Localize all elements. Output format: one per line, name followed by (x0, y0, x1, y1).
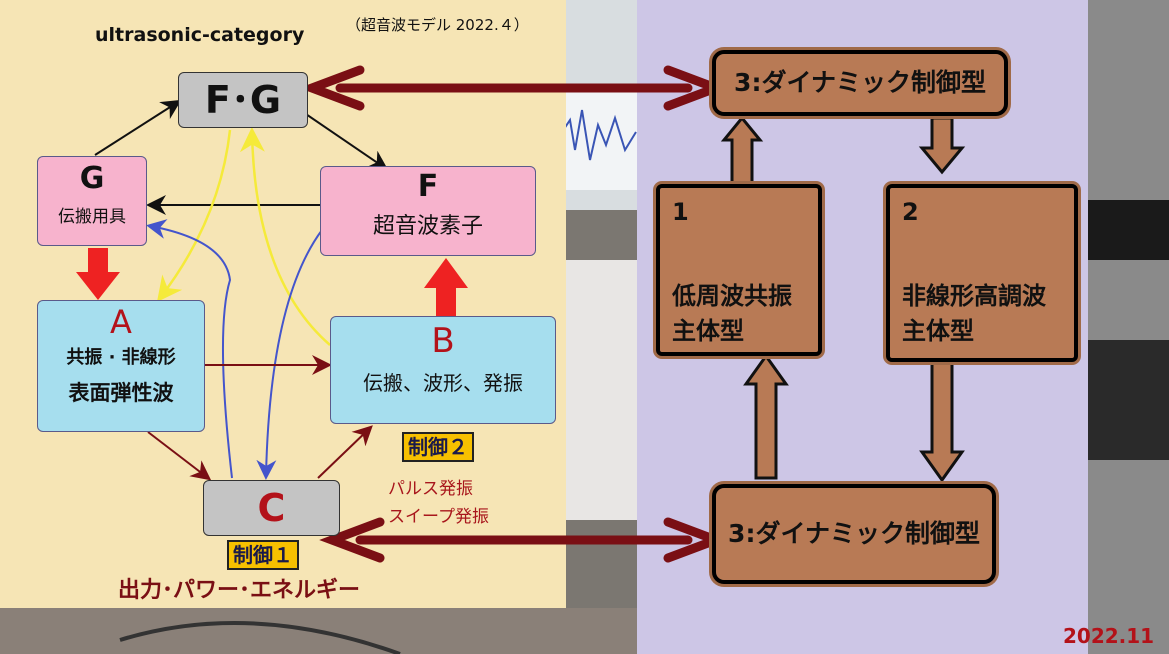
model-note: （超音波モデル 2022.４） (346, 16, 529, 34)
blue-arrow-c-to-g (146, 219, 233, 479)
arrow-g-to-fg (94, 99, 182, 156)
right-box1: 1 低周波共振主体型 (656, 184, 822, 356)
sweep-label: スイープ発振 (388, 507, 489, 527)
yellow-arrow-b-to-fg (239, 127, 331, 346)
right-box2: 2 非線形高調波主体型 (886, 184, 1078, 362)
node-a: A 共振 · 非線形 表面弾性波 (37, 300, 205, 432)
node-f: F 超音波素子 (320, 166, 536, 256)
node-fg: F･G (178, 72, 308, 128)
control1-badge: 制御１ (227, 540, 299, 570)
date-stamp: 2022.11 (1063, 624, 1155, 648)
control2-badge: 制御２ (402, 432, 474, 462)
arrow-top-to-box2 (918, 116, 966, 175)
yellow-arrow-fg-to-a (156, 129, 232, 302)
right-bottom-label: 3:ダイナミック制御型 (728, 519, 980, 548)
arrow-bottom-to-box1 (743, 353, 789, 480)
node-c: C (203, 480, 340, 536)
right-bottom-box: 3:ダイナミック制御型 (712, 484, 996, 584)
pulse-label: パルス発振 (388, 479, 473, 499)
arrow-fg-to-f (299, 109, 389, 171)
right-top-label: 3:ダイナミック制御型 (734, 68, 986, 97)
node-c-letter: C (257, 486, 286, 530)
red-arrow-g-to-a (76, 248, 120, 300)
right-box2-num: 2 (902, 198, 919, 226)
node-b-letter: B (431, 321, 455, 361)
node-b: B 伝搬、波形、発振 (330, 316, 556, 424)
node-a-letter: A (110, 303, 132, 341)
right-box1-label: 低周波共振主体型 (672, 282, 792, 345)
arrow-box2-to-bottom (919, 360, 965, 483)
node-fg-letter: F･G (204, 78, 282, 122)
red-arrow-b-to-f (424, 258, 468, 316)
right-box2-label: 非線形高調波主体型 (902, 282, 1046, 345)
node-g-label: 伝搬用具 (58, 207, 126, 227)
arrow-c-to-b (317, 425, 373, 479)
node-f-letter: F (417, 169, 439, 204)
node-f-label: 超音波素子 (372, 214, 483, 239)
blue-arrow-f-to-c (256, 229, 323, 480)
diagram-title: ultrasonic-category (95, 24, 305, 46)
node-g-letter: G (79, 161, 105, 196)
node-g: G 伝搬用具 (37, 156, 147, 246)
right-box1-num: 1 (672, 198, 689, 226)
node-b-label: 伝搬、波形、発振 (363, 371, 523, 395)
right-top-box: 3:ダイナミック制御型 (712, 50, 1008, 116)
node-a-line2: 表面弾性波 (68, 381, 174, 405)
output-label: 出力･パワー･エネルギー (118, 578, 361, 603)
node-a-line1: 共振 · 非線形 (66, 347, 176, 368)
arrow-box1-to-top (720, 115, 764, 188)
arrow-a-to-c (147, 431, 212, 481)
